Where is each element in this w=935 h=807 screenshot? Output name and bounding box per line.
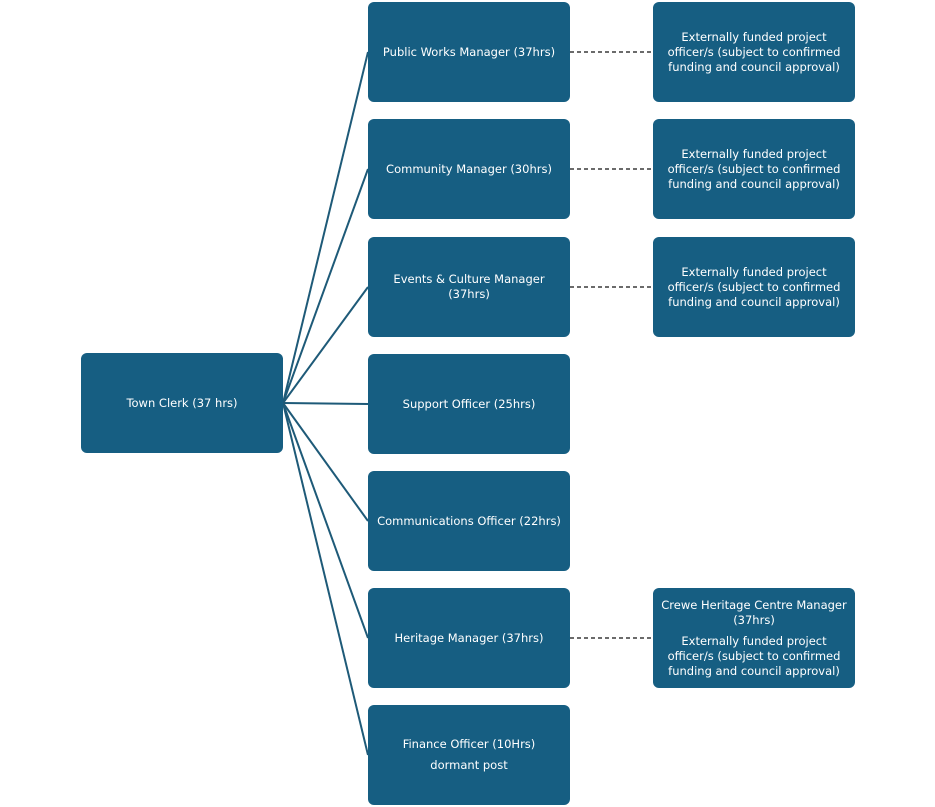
external-project-officer-box-1: Externally funded project officer/s (sub… xyxy=(653,2,855,102)
connector-events xyxy=(282,286,369,404)
public-works-manager-box: Public Works Manager (37hrs) xyxy=(368,2,570,102)
public-works-manager-label: Public Works Manager (37hrs) xyxy=(382,44,556,59)
external-line-1: Externally funded project xyxy=(681,146,827,161)
heritage-manager-label: Heritage Manager (37hrs) xyxy=(394,630,544,645)
events-culture-manager-box: Events & Culture Manager (37hrs) xyxy=(368,237,570,337)
external-line-3: funding and council approval) xyxy=(668,663,840,678)
connector-communications xyxy=(282,402,369,522)
communications-officer-box: Communications Officer (22hrs) xyxy=(368,471,570,571)
external-line-1: Externally funded project xyxy=(681,29,827,44)
external-project-officer-box-3: Externally funded project officer/s (sub… xyxy=(653,237,855,337)
heritage-manager-box: Heritage Manager (37hrs) xyxy=(368,588,570,688)
support-officer-box: Support Officer (25hrs) xyxy=(368,354,570,454)
communications-officer-label: Communications Officer (22hrs) xyxy=(377,513,561,528)
connector-public-works xyxy=(282,51,369,404)
town-clerk-box: Town Clerk (37 hrs) xyxy=(81,353,283,453)
community-manager-label: Community Manager (30hrs) xyxy=(386,161,552,176)
external-line-3: funding and council approval) xyxy=(668,59,840,74)
external-line-1: Externally funded project xyxy=(681,264,827,279)
crewe-heritage-centre-box: Crewe Heritage Centre Manager (37hrs) Ex… xyxy=(653,588,855,688)
crewe-heritage-title-line1: Crewe Heritage Centre Manager xyxy=(661,597,847,612)
community-manager-box: Community Manager (30hrs) xyxy=(368,119,570,219)
finance-officer-label: Finance Officer (10Hrs) xyxy=(402,737,536,751)
events-culture-manager-label-line1: Events & Culture Manager xyxy=(393,272,545,286)
support-officer-label: Support Officer (25hrs) xyxy=(402,396,536,411)
connector-finance xyxy=(282,402,369,756)
external-line-2: officer/s (subject to confirmed xyxy=(667,161,841,176)
external-line-2: officer/s (subject to confirmed xyxy=(667,279,841,294)
finance-officer-note: dormant post xyxy=(430,758,508,772)
external-line-2: officer/s (subject to confirmed xyxy=(667,44,841,59)
external-line-3: funding and council approval) xyxy=(668,176,840,191)
crewe-heritage-title-line2: (37hrs) xyxy=(733,612,775,627)
external-line-1: Externally funded project xyxy=(681,633,827,648)
external-project-officer-box-2: Externally funded project officer/s (sub… xyxy=(653,119,855,219)
town-clerk-label: Town Clerk (37 hrs) xyxy=(126,395,238,410)
connector-support xyxy=(282,402,369,405)
finance-officer-box: Finance Officer (10Hrs) dormant post xyxy=(368,705,570,805)
connector-community xyxy=(282,168,369,404)
connector-heritage xyxy=(282,402,369,639)
events-culture-manager-label-line2: (37hrs) xyxy=(448,287,490,301)
external-line-3: funding and council approval) xyxy=(668,294,840,309)
external-line-2: officer/s (subject to confirmed xyxy=(667,648,841,663)
